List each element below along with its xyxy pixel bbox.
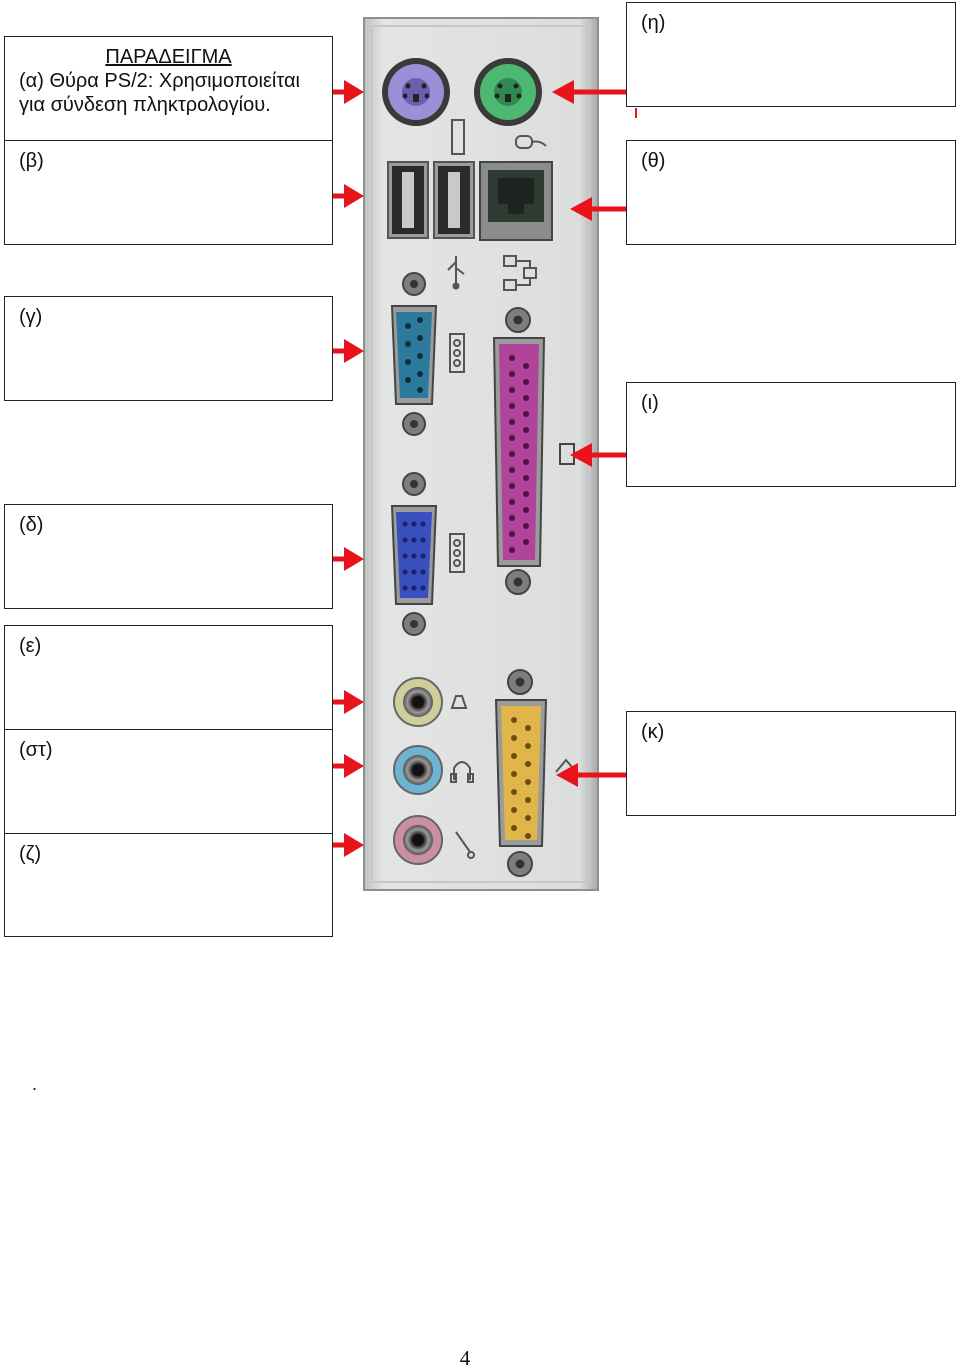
- audio-line-out-jack: [393, 745, 443, 795]
- headphones-icon: [450, 761, 474, 783]
- label-zeta: (ζ): [19, 843, 42, 865]
- parallel-port: [492, 307, 546, 595]
- label-kappa: (κ): [641, 721, 665, 743]
- answer-box-delta[interactable]: (δ): [4, 504, 333, 609]
- example-text: (α) Θύρα PS/2: Χρησιμοποιείται για σύνδε…: [19, 70, 300, 116]
- label-delta: (δ): [19, 514, 44, 536]
- label-theta: (θ): [641, 150, 666, 172]
- serial-icon: [449, 333, 465, 373]
- arrow-epsilon: [333, 690, 364, 714]
- audio-line-in-jack: [393, 677, 443, 727]
- speaker-icon: [450, 695, 468, 709]
- answer-box-eta[interactable]: (η): [626, 2, 956, 107]
- answer-box-theta[interactable]: (θ): [626, 140, 956, 245]
- example-title: ΠΑΡΑΔΕΙΓΜΑ: [105, 46, 232, 68]
- arrow-delta: [333, 547, 364, 571]
- answer-box-beta[interactable]: (β): [4, 140, 333, 245]
- ps2-mouse-port: [474, 58, 542, 126]
- arrow-gamma: [333, 339, 364, 363]
- monitor-icon: [449, 533, 465, 573]
- arrow-eta: [552, 80, 626, 104]
- arrow-kappa: [556, 763, 626, 787]
- label-iota: (ι): [641, 392, 659, 414]
- audio-mic-jack: [393, 815, 443, 865]
- arrow-zeta: [333, 833, 364, 857]
- answer-box-kappa[interactable]: (κ): [626, 711, 956, 816]
- ethernet-port: [479, 161, 553, 241]
- page-number: 4: [459, 1346, 471, 1370]
- arrow-st: [333, 754, 364, 778]
- microphone-icon: [455, 831, 475, 859]
- arrow-beta: [333, 184, 364, 208]
- arrow-theta: [570, 197, 626, 221]
- stray-mark: .: [32, 1074, 38, 1094]
- arrow-alpha: [333, 80, 364, 104]
- usb-icon: [447, 256, 465, 290]
- usb-ports: [387, 161, 475, 239]
- arrow-iota: [570, 443, 626, 467]
- answer-box-st[interactable]: (στ): [4, 729, 333, 834]
- label-st: (στ): [19, 739, 53, 761]
- mouse-icon: [515, 135, 547, 149]
- label-epsilon: (ε): [19, 635, 42, 657]
- ps2-keyboard-port: [382, 58, 450, 126]
- answer-box-epsilon[interactable]: (ε): [4, 625, 333, 730]
- serial-port: [390, 272, 438, 436]
- network-icon: [503, 255, 537, 291]
- game-port: [494, 669, 548, 877]
- label-gamma: (γ): [19, 306, 43, 328]
- example-box: ΠΑΡΑΔΕΙΓΜΑ (α) Θύρα PS/2: Χρησιμοποιείτα…: [4, 36, 333, 141]
- label-eta: (η): [641, 12, 666, 34]
- keyboard-icon: [451, 119, 465, 155]
- back-panel-illustration: [333, 17, 637, 891]
- answer-box-iota[interactable]: (ι): [626, 382, 956, 487]
- vga-port: [390, 472, 438, 636]
- answer-box-zeta[interactable]: (ζ): [4, 833, 333, 937]
- label-beta: (β): [19, 150, 44, 172]
- answer-box-gamma[interactable]: (γ): [4, 296, 333, 401]
